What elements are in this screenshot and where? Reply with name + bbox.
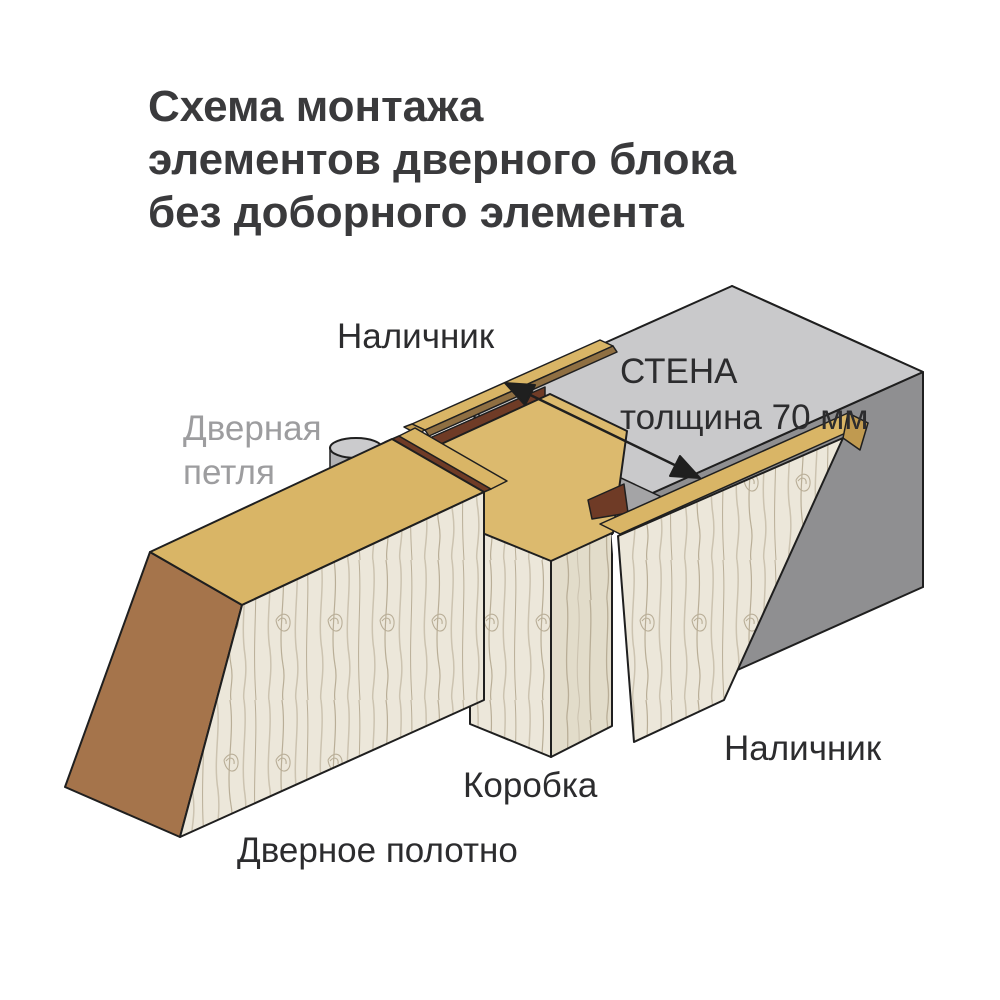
page-title-line1: Схема монтажа [148, 82, 484, 131]
leaf-end-rebate-seat [398, 427, 508, 490]
door-leaf-label: Дверное полотно [237, 831, 518, 870]
arrowhead-right [669, 455, 701, 479]
casing-right-label: Наличник [724, 729, 882, 768]
page-title-line2: элементов дверного блока [148, 135, 737, 184]
casing-right-strip-end [842, 412, 869, 451]
wall-thickness-label: толщина 70 мм [620, 398, 868, 437]
hinge-label-line2: петля [183, 453, 275, 492]
casing-top-label: Наличник [337, 317, 495, 356]
wall-label: СТЕНА [620, 352, 738, 391]
frame-casing-gap [611, 534, 631, 741]
arrowhead-left [504, 382, 536, 406]
casing-right-board [599, 412, 869, 743]
hinge-label-line1: Дверная [183, 409, 322, 448]
door-leaf [64, 427, 508, 838]
frame-end-face [550, 532, 613, 758]
page-title-line3: без доборного элемента [148, 188, 684, 237]
thickness-arrow [504, 382, 701, 479]
diagram-text: Схема монтажа элементов дверного блока б… [148, 82, 882, 870]
frame-label: Коробка [463, 766, 598, 805]
casing-right-front-face [617, 437, 844, 743]
leaf-front-face [179, 491, 485, 838]
